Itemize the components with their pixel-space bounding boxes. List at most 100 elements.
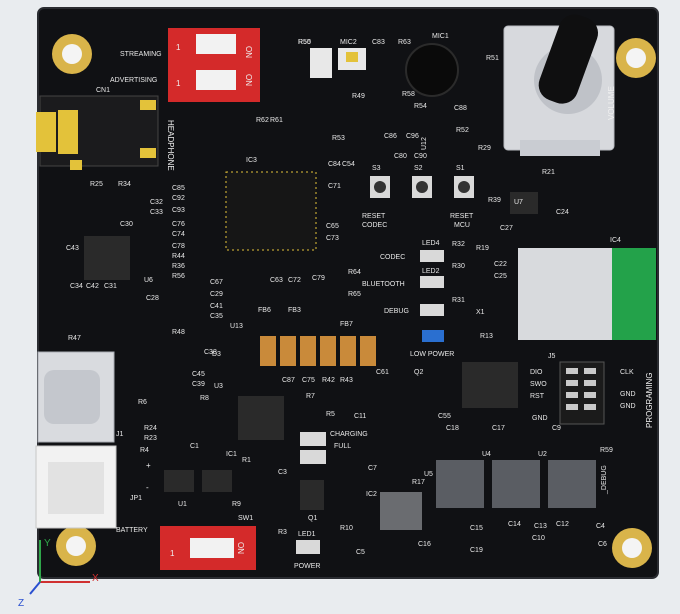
refdes-label: R52 [456, 127, 469, 134]
reset-mcu-label-1: RESET [450, 213, 474, 220]
refdes-label: C75 [302, 377, 315, 384]
refdes-label: C92 [172, 195, 185, 202]
reset-codec-button-s3[interactable] [370, 176, 390, 198]
refdes-label: C24 [556, 209, 569, 216]
refdes-label: C18 [446, 425, 459, 432]
refdes-label: C25 [494, 273, 507, 280]
refdes-label: C13 [534, 523, 547, 530]
pin-dio: DIO [530, 369, 543, 376]
reset-mcu-button-s1[interactable] [454, 176, 474, 198]
refdes-label: R59 [600, 447, 613, 454]
power-switch-sw1[interactable]: ON 1 [160, 526, 256, 570]
streaming-label: STREAMING [120, 51, 162, 58]
headphone-jack[interactable] [36, 95, 159, 170]
refdes-label: C30 [120, 221, 133, 228]
low-power-label: LOW POWER [410, 351, 454, 358]
refdes-label: R23 [144, 435, 157, 442]
low-power-led [422, 330, 444, 342]
refdes-label: R3 [278, 529, 287, 536]
refdes-label: R42 [322, 377, 335, 384]
pin-swo: SWO [530, 381, 547, 388]
refdes-label: C63 [270, 277, 283, 284]
refdes-label: C65 [326, 223, 339, 230]
u5-label: U5 [424, 471, 433, 478]
power-led-label: POWER [294, 563, 320, 570]
advertising-label: ADVERTISING [110, 77, 157, 84]
u4-label: U4 [482, 451, 491, 458]
refdes-label: R30 [452, 263, 465, 270]
streaming-dip-switch[interactable]: ON 1 [168, 28, 260, 62]
advertising-dip-switch[interactable]: ON 1 [168, 62, 260, 102]
refdes-label: R25 [90, 181, 103, 188]
refdes-label: C90 [414, 153, 427, 160]
refdes-label: C16 [418, 541, 431, 548]
refdes-label: C72 [288, 277, 301, 284]
refdes-label: C88 [454, 105, 467, 112]
bluetooth-led [420, 276, 444, 288]
refdes-label: R1 [242, 457, 251, 464]
refdes-label: R65 [348, 291, 361, 298]
u3-label: U3 [214, 383, 223, 390]
refdes-label: C83 [372, 39, 385, 46]
pin-clk: CLK [620, 369, 634, 376]
refdes-label: R21 [542, 169, 555, 176]
programming-header-j5[interactable] [559, 361, 605, 425]
pcb-board [38, 8, 658, 578]
led1-label: LED1 [298, 531, 316, 538]
refdes-label: R61 [270, 117, 283, 124]
x1-label: X1 [476, 309, 485, 316]
usb-c-connector-j1[interactable] [37, 351, 115, 443]
refdes-label: R58 [402, 91, 415, 98]
axis-y-label: Y [44, 538, 51, 549]
pin-gnd-3: GND [620, 403, 636, 410]
refdes-label: R5 [326, 411, 335, 418]
refdes-label: C45 [192, 371, 205, 378]
refdes-label: R54 [414, 103, 427, 110]
refdes-label: C6 [598, 541, 607, 548]
full-label: FULL [334, 443, 351, 450]
refdes-label: C85 [172, 185, 185, 192]
reset-button-s2[interactable] [412, 176, 432, 198]
jp1-label: JP1 [130, 495, 142, 502]
reset-codec-label-1: RESET [362, 213, 386, 220]
mic2-label: MIC2 [340, 39, 357, 46]
battery-connector-jp1[interactable] [35, 445, 117, 529]
refdes-label: C43 [66, 245, 79, 252]
refdes-label: R56 [172, 273, 185, 280]
u7-label: U7 [514, 199, 523, 206]
refdes-label: C10 [532, 535, 545, 542]
reset-codec-label-2: CODEC [362, 222, 387, 229]
cn1-label: CN1 [96, 87, 110, 94]
refdes-label: R32 [452, 241, 465, 248]
headphone-label: HEADPHONE [166, 120, 175, 171]
led2-label: LED2 [422, 268, 440, 275]
refdes-label: C14 [508, 521, 521, 528]
mounting-hole-bottom-right [612, 528, 652, 568]
codec-led [420, 250, 444, 262]
mounting-hole-top-left [52, 34, 92, 74]
j5-label: J5 [548, 353, 556, 360]
pin-gnd-1: GND [532, 415, 548, 422]
refdes-label: R50 [298, 39, 311, 46]
sw1-on-label: ON [236, 542, 245, 554]
q2-label: Q2 [414, 369, 423, 376]
charging-led [300, 432, 326, 446]
refdes-label: C32 [150, 199, 163, 206]
debug-silk-label: _DEBUG [601, 465, 608, 495]
ic4-bluetooth-module [518, 248, 656, 340]
dip-switch-on-label: ON [244, 74, 253, 86]
refdes-label: C54 [342, 161, 355, 168]
pin-rst: RST [530, 393, 545, 400]
refdes-label: C9 [552, 425, 561, 432]
fb3-label: FB3 [288, 307, 301, 314]
battery-minus-label: - [146, 483, 149, 492]
passive-row-middle [260, 336, 376, 366]
refdes-label: C17 [492, 425, 505, 432]
refdes-label: R36 [172, 263, 185, 270]
u6-chip [84, 236, 130, 280]
refdes-label: C28 [146, 295, 159, 302]
refdes-label: C86 [384, 133, 397, 140]
refdes-label: R34 [118, 181, 131, 188]
volume-potentiometer[interactable] [503, 10, 615, 156]
